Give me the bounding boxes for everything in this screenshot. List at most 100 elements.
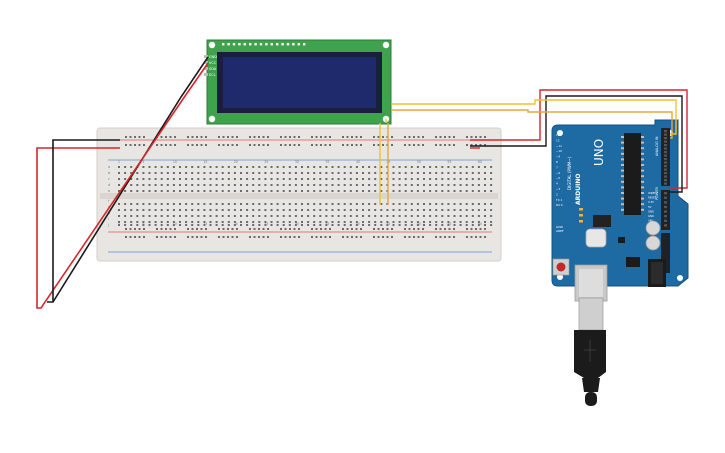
rail-hole[interactable]	[249, 236, 251, 238]
reset-button-cap[interactable]	[556, 262, 566, 272]
rail-hole[interactable]	[129, 236, 132, 238]
rail-hole[interactable]	[391, 228, 393, 230]
rail-hole[interactable]	[187, 228, 189, 230]
terminal-hole[interactable]	[227, 221, 230, 223]
terminal-hole[interactable]	[301, 178, 303, 180]
terminal-hole[interactable]	[447, 209, 450, 211]
terminal-hole[interactable]	[404, 215, 407, 217]
terminal-hole[interactable]	[410, 178, 413, 180]
terminal-hole[interactable]	[258, 184, 261, 186]
rail-hole[interactable]	[280, 144, 282, 146]
rail-hole[interactable]	[227, 236, 229, 238]
terminal-hole[interactable]	[429, 166, 432, 168]
terminal-hole[interactable]	[191, 203, 194, 205]
terminal-hole[interactable]	[447, 221, 450, 223]
terminal-hole[interactable]	[264, 203, 267, 205]
terminal-hole[interactable]	[374, 184, 377, 186]
terminal-hole[interactable]	[374, 172, 377, 174]
rail-hole[interactable]	[165, 144, 167, 146]
terminal-hole[interactable]	[325, 221, 328, 223]
digital-pin[interactable]	[664, 151, 667, 154]
rail-hole[interactable]	[324, 144, 327, 146]
terminal-hole[interactable]	[453, 172, 456, 174]
terminal-hole[interactable]	[410, 215, 413, 217]
terminal-hole[interactable]	[154, 221, 157, 223]
power-pin[interactable]	[664, 210, 667, 213]
terminal-hole[interactable]	[264, 178, 267, 180]
digital-pin[interactable]	[664, 168, 667, 171]
terminal-hole[interactable]	[270, 203, 273, 205]
rail-hole[interactable]	[320, 236, 322, 238]
terminal-hole[interactable]	[197, 178, 200, 180]
terminal-hole[interactable]	[355, 190, 358, 192]
terminal-hole[interactable]	[355, 221, 358, 223]
terminal-hole[interactable]	[404, 190, 407, 192]
rail-hole[interactable]	[391, 136, 393, 138]
terminal-hole[interactable]	[130, 203, 133, 205]
rail-hole[interactable]	[205, 228, 207, 230]
terminal-hole[interactable]	[349, 221, 352, 223]
usb-cable[interactable]	[574, 297, 606, 406]
terminal-hole[interactable]	[459, 215, 462, 217]
terminal-hole[interactable]	[416, 184, 419, 186]
terminal-hole[interactable]	[477, 209, 480, 211]
terminal-hole[interactable]	[203, 166, 206, 168]
terminal-hole[interactable]	[380, 184, 383, 186]
terminal-hole[interactable]	[252, 203, 255, 205]
rail-hole[interactable]	[329, 144, 331, 146]
terminal-hole[interactable]	[154, 224, 157, 226]
rail-hole[interactable]	[284, 236, 287, 238]
terminal-hole[interactable]	[246, 172, 249, 174]
rail-hole[interactable]	[267, 228, 269, 230]
terminal-hole[interactable]	[477, 221, 480, 223]
terminal-hole[interactable]	[453, 224, 456, 226]
terminal-hole[interactable]	[484, 190, 486, 192]
terminal-hole[interactable]	[282, 178, 285, 180]
terminal-hole[interactable]	[362, 184, 364, 186]
rail-hole[interactable]	[156, 236, 158, 238]
terminal-hole[interactable]	[142, 209, 145, 211]
rail-hole[interactable]	[435, 236, 437, 238]
terminal-hole[interactable]	[441, 190, 444, 192]
terminal-hole[interactable]	[423, 166, 425, 168]
wire-gnd-rail[interactable]	[52, 139, 120, 302]
terminal-hole[interactable]	[490, 215, 493, 217]
terminal-hole[interactable]	[349, 184, 352, 186]
rail-hole[interactable]	[222, 236, 225, 238]
terminal-hole[interactable]	[355, 203, 358, 205]
digital-pin[interactable]	[664, 179, 667, 182]
terminal-hole[interactable]	[337, 178, 340, 180]
rail-hole[interactable]	[227, 144, 229, 146]
terminal-hole[interactable]	[118, 178, 120, 180]
terminal-hole[interactable]	[429, 203, 432, 205]
terminal-hole[interactable]	[124, 172, 127, 174]
rail-hole[interactable]	[293, 136, 296, 138]
rail-hole[interactable]	[311, 136, 313, 138]
rail-hole[interactable]	[386, 228, 389, 230]
rail-hole[interactable]	[439, 144, 442, 146]
terminal-hole[interactable]	[410, 224, 413, 226]
rail-hole[interactable]	[231, 136, 234, 138]
rail-hole[interactable]	[174, 228, 176, 230]
terminal-hole[interactable]	[276, 224, 279, 226]
terminal-hole[interactable]	[252, 221, 255, 223]
terminal-hole[interactable]	[185, 178, 188, 180]
terminal-hole[interactable]	[380, 215, 383, 217]
terminal-hole[interactable]	[227, 184, 230, 186]
rail-hole[interactable]	[324, 236, 327, 238]
terminal-hole[interactable]	[246, 224, 249, 226]
terminal-hole[interactable]	[179, 184, 181, 186]
terminal-hole[interactable]	[227, 172, 230, 174]
terminal-hole[interactable]	[124, 178, 127, 180]
rail-hole[interactable]	[258, 228, 260, 230]
terminal-hole[interactable]	[477, 203, 480, 205]
terminal-hole[interactable]	[380, 178, 383, 180]
rail-hole[interactable]	[160, 144, 163, 146]
terminal-hole[interactable]	[191, 221, 194, 223]
terminal-hole[interactable]	[349, 209, 352, 211]
terminal-hole[interactable]	[142, 221, 145, 223]
rail-hole[interactable]	[404, 228, 406, 230]
rail-hole[interactable]	[187, 144, 189, 146]
rail-hole[interactable]	[479, 236, 482, 238]
terminal-hole[interactable]	[124, 209, 127, 211]
